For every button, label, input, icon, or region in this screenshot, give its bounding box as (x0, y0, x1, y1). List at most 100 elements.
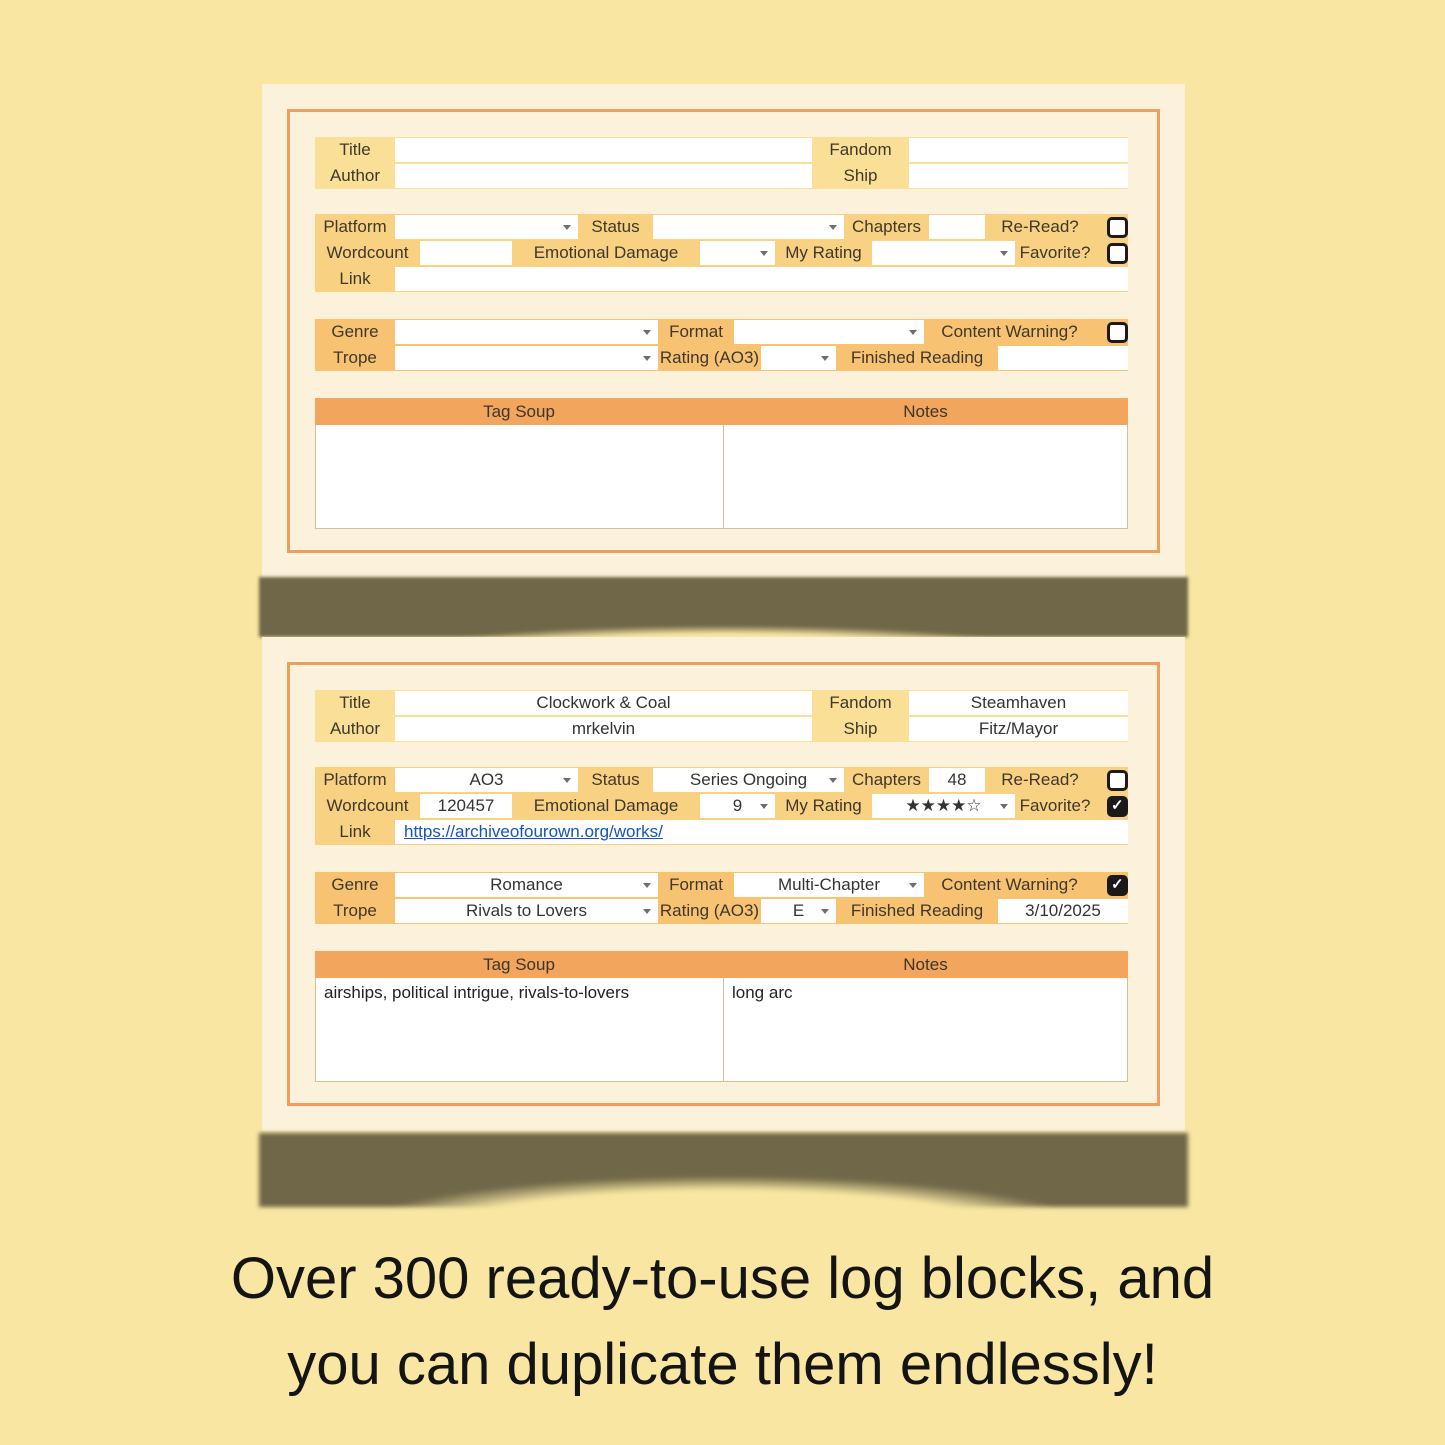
dropdown-arrow-icon (829, 778, 837, 783)
genre-dropdown[interactable] (395, 320, 658, 344)
trope-row: Trope Rivals to Lovers Rating (AO3) E Fi… (315, 898, 1128, 924)
table-header: Tag Soup Notes (315, 951, 1128, 978)
genre-section: Genre Romance Format Multi-Chapter Conte… (315, 872, 1128, 924)
caption-line-1: Over 300 ready-to-use log blocks, and (230, 1246, 1215, 1311)
genre-dropdown[interactable]: Romance (395, 873, 658, 897)
chapters-field[interactable]: 48 (929, 768, 985, 792)
platform-label: Platform (323, 217, 387, 236)
content-warning-checkbox[interactable] (1107, 321, 1128, 343)
rating-ao3-label: Rating (AO3) (659, 348, 760, 367)
trope-dropdown[interactable]: Rivals to Lovers (395, 899, 658, 923)
dropdown-arrow-icon (643, 909, 651, 914)
fandom-field[interactable]: Steamhaven (909, 691, 1128, 715)
notes-header: Notes (903, 955, 948, 974)
platform-dropdown[interactable]: AO3 (395, 768, 578, 792)
ship-field[interactable]: Fitz/Mayor (909, 717, 1128, 741)
tag-soup-cell[interactable] (316, 425, 724, 528)
title-author-section: Title Fandom Author Ship (315, 137, 1128, 189)
card-shadow (259, 577, 1188, 637)
rating-ao3-dropdown[interactable] (761, 346, 836, 370)
emotional-damage-dropdown[interactable]: 9 (700, 794, 775, 818)
link-url[interactable]: https://archiveofourown.org/works/ (404, 822, 663, 841)
favorite-checkbox[interactable] (1107, 795, 1128, 817)
format-dropdown[interactable]: Multi-Chapter (734, 873, 924, 897)
favorite-label: Favorite? (1019, 243, 1091, 262)
trope-dropdown[interactable] (395, 346, 658, 370)
reread-checkbox[interactable] (1107, 769, 1128, 791)
tags-notes-table: Tag Soup Notes (315, 398, 1128, 529)
reread-checkbox[interactable] (1107, 216, 1128, 238)
dropdown-arrow-icon (643, 883, 651, 888)
finished-reading-label: Finished Reading (850, 348, 984, 367)
dropdown-arrow-icon (643, 330, 651, 335)
wordcount-field[interactable]: 120457 (420, 794, 512, 818)
link-row: Link https://archiveofourown.org/works/ (315, 819, 1128, 845)
dropdown-arrow-icon (1000, 804, 1008, 809)
author-field[interactable] (395, 164, 812, 188)
author-label: Author (329, 719, 381, 738)
genre-label: Genre (331, 322, 379, 341)
wordcount-field[interactable] (420, 241, 512, 265)
tags-notes-table: Tag Soup Notes airships, political intri… (315, 951, 1128, 1082)
notes-cell[interactable] (724, 425, 1127, 528)
finished-reading-field[interactable] (998, 346, 1128, 370)
finished-reading-field[interactable]: 3/10/2025 (998, 899, 1128, 923)
author-field[interactable]: mrkelvin (395, 717, 812, 741)
dropdown-arrow-icon (909, 330, 917, 335)
link-field[interactable] (395, 267, 1128, 291)
status-value: Series Ongoing (689, 770, 808, 789)
fandom-label: Fandom (829, 140, 892, 159)
reread-label: Re-Read? (1001, 770, 1079, 789)
emotional-damage-dropdown[interactable] (700, 241, 775, 265)
ship-label: Ship (843, 719, 878, 738)
title-row: Title Clockwork & Coal Fandom Steamhaven (315, 690, 1128, 716)
my-rating-label: My Rating (785, 796, 862, 815)
chapters-label: Chapters (852, 770, 921, 789)
my-rating-dropdown[interactable]: ★★★★☆ (872, 794, 1015, 818)
fandom-field[interactable] (909, 138, 1128, 162)
title-field[interactable]: Clockwork & Coal (395, 691, 812, 715)
tag-soup-header: Tag Soup (483, 955, 555, 974)
card-border (287, 662, 1160, 1106)
status-label: Status (591, 770, 640, 789)
content-warning-checkbox-cell (1095, 319, 1128, 345)
platform-dropdown[interactable] (395, 215, 578, 239)
rating-ao3-dropdown[interactable]: E (761, 899, 836, 923)
platform-row: Platform AO3 Status Series Ongoing Chapt… (315, 767, 1128, 793)
promo-caption: Over 300 ready-to-use log blocks, and yo… (0, 1236, 1445, 1408)
table-header: Tag Soup Notes (315, 398, 1128, 425)
link-field[interactable]: https://archiveofourown.org/works/ (395, 820, 1128, 844)
my-rating-dropdown[interactable] (872, 241, 1015, 265)
notes-cell[interactable]: long arc (732, 983, 793, 1002)
title-field[interactable] (395, 138, 812, 162)
dropdown-arrow-icon (821, 356, 829, 361)
dropdown-arrow-icon (909, 883, 917, 888)
platform-row: Platform Status Chapters Re-Read? (315, 214, 1128, 240)
card-content: Title Fandom Author Ship Platform Status (315, 84, 1128, 529)
details-section: Platform Status Chapters Re-Read? Wo (315, 214, 1128, 292)
format-label: Format (669, 322, 723, 341)
dropdown-arrow-icon (1000, 251, 1008, 256)
tag-soup-cell[interactable]: airships, political intrigue, rivals-to-… (316, 978, 724, 1081)
favorite-label: Favorite? (1019, 796, 1091, 815)
genre-row: Genre Romance Format Multi-Chapter Conte… (315, 872, 1128, 898)
rating-ao3-value: E (792, 901, 805, 920)
author-label: Author (329, 166, 381, 185)
favorite-checkbox[interactable] (1107, 242, 1128, 264)
emotional-damage-label: Emotional Damage (533, 796, 679, 815)
content-warning-checkbox[interactable] (1107, 874, 1128, 896)
chapters-field[interactable] (929, 215, 985, 239)
details-section: Platform AO3 Status Series Ongoing Chapt… (315, 767, 1128, 845)
format-dropdown[interactable] (734, 320, 924, 344)
rating-ao3-label: Rating (AO3) (659, 901, 760, 920)
status-dropdown[interactable] (653, 215, 844, 239)
wordcount-row: Wordcount 120457 Emotional Damage 9 My R… (315, 793, 1128, 819)
dropdown-arrow-icon (829, 225, 837, 230)
status-dropdown[interactable]: Series Ongoing (653, 768, 844, 792)
title-label: Title (339, 140, 371, 159)
favorite-checkbox-cell (1095, 240, 1128, 266)
trope-value: Rivals to Lovers (466, 901, 587, 920)
chapters-label: Chapters (852, 217, 921, 236)
trope-label: Trope (333, 348, 377, 367)
ship-field[interactable] (909, 164, 1128, 188)
